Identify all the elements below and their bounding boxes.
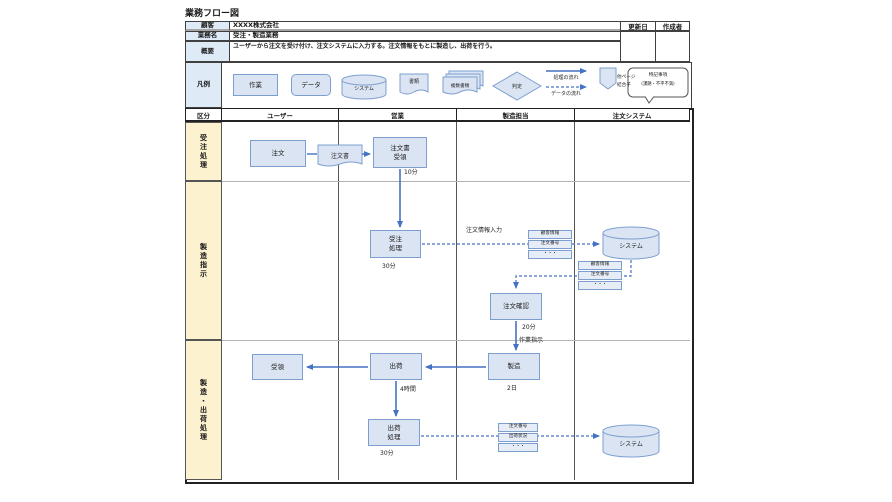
row-label-r1-text: 受注処理 [199,133,208,170]
ship-process-time: 30分 [380,450,394,457]
receive-label: 受領 [271,362,284,371]
ship-process-line1: 出荷 [387,423,401,432]
data-label-1-row3: ・・・ [528,249,572,259]
legend-offpage-label-line2: 結合子 [617,83,631,88]
legend-work-shape: 作業 [233,74,278,96]
order-receipt-line2: 受領 [393,152,407,161]
order-box-label: 注文 [271,149,285,158]
lane-header-order-system: 注文システム [574,108,690,122]
order-confirm-time: 20分 [522,324,536,331]
system-cylinder-1-label: システム [619,243,643,250]
work-instruction-annotation: 作業指示 [519,337,544,344]
order-receipt-time: 10分 [404,169,418,176]
data-label-3-row3: ・・・ [498,442,538,452]
legend-note-line2: (課題・不平不満) [641,82,675,87]
data-label-1-row1: 顧客情報 [528,230,572,239]
order-confirm-label: 注文確認 [503,302,529,311]
legend-decision-diamond-icon [492,71,542,101]
legend-document-label: 書類 [408,79,419,85]
legend-data-shape: データ [291,74,331,96]
data-label-2: 顧客情報 注文番号 ・・・ [578,261,622,290]
row-label-manufacture-instruction: 製造指示 [185,181,222,340]
order-system-cylinder-1 [602,226,660,260]
legend-label: 凡例 [185,62,222,108]
data-label-2-row1: 顧客情報 [578,261,622,270]
data-label-2-row2: 注文番号 [578,270,622,280]
legend-system-label: システム [354,86,374,92]
legend-offpage-label-line1: 他ページ [617,75,636,80]
row-label-manufacture-ship: 製造・出荷処理 [185,340,222,480]
legend-note-callout-icon [627,67,689,104]
ship-box: 出荷 [370,353,422,380]
order-system-cylinder-2 [602,424,660,458]
data-label-3-row2: 出荷状況 [498,432,538,442]
row-label-order-processing: 受注処理 [185,122,222,181]
legend-multi-document-label: 複数書類 [450,84,470,89]
legend-system-cylinder-icon [341,74,387,100]
order-process-line2: 処理 [389,244,402,252]
legend-decision-label: 判定 [511,84,522,90]
legend-multi-document-icon [442,70,484,95]
order-confirm-box: 注文確認 [490,293,542,320]
legend-note-line1: 特記事項 [648,73,668,78]
data-label-1-row2: 注文番号 [528,239,572,249]
order-process-box: 受注 処理 [370,230,421,258]
order-info-input-annotation: 注文情報入力 [466,227,503,234]
legend-document-icon [399,73,429,95]
receive-box: 受領 [252,354,303,380]
page-title: 業務フロー図 [185,9,240,19]
order-process-time: 30分 [382,263,396,270]
dataflow-system-to-confirm [513,260,632,289]
author-cell [655,31,690,62]
data-label-1: 顧客情報 注文番号 ・・・ [528,230,572,259]
ship-time: 4時間 [400,386,416,393]
legend-data-label: データ [301,80,321,89]
row-label-r2-text: 製造指示 [199,242,208,279]
ship-process-line2: 処理 [387,432,401,441]
legend-work-label: 作業 [249,80,262,89]
manufacture-box: 製造 [488,353,540,380]
data-label-2-row3: ・・・ [578,280,622,290]
lane-header-user: ユーザー [221,108,339,122]
data-label-3-row1: 注文番号 [498,423,538,432]
manufacture-label: 製造 [507,362,521,371]
order-box: 注文 [250,140,306,167]
author-header: 作成者 [655,21,690,31]
legend-process-flow-label: 処理の流れ [553,75,579,81]
order-form-doc-label: 注文書 [330,153,349,160]
row-divider-1 [222,181,690,182]
row-divider-2 [222,340,690,341]
lane-divider-2 [456,122,457,480]
order-process-line1: 受注 [389,235,402,244]
order-form-document-icon [317,144,363,167]
row-label-r3-text: 製造・出荷処理 [199,378,208,442]
order-receipt-line1: 注文書 [390,143,410,152]
ship-process-box: 出荷 処理 [368,419,420,446]
ship-label: 出荷 [389,362,403,371]
lane-divider-1 [338,122,339,480]
manufacture-time: 2日 [507,385,517,392]
system-cylinder-2-label: システム [619,441,643,448]
legend-offpage-connector-icon [599,67,617,90]
legend-data-flow-label: データの流れ [550,91,581,97]
order-receipt-box: 注文書 受領 [373,137,427,168]
data-label-3: 注文番号 出荷状況 ・・・ [498,423,538,452]
lane-divider-3 [574,122,575,480]
